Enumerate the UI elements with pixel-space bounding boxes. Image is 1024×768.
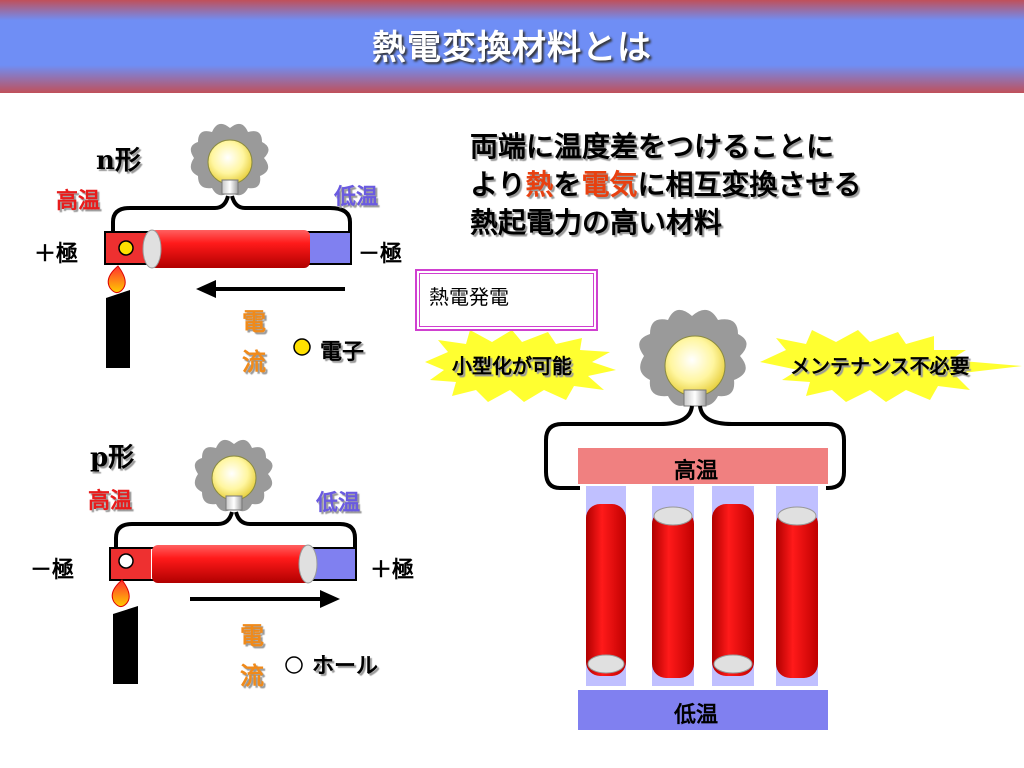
badge-left-label: 小型化が可能: [452, 354, 572, 378]
n-carrier-label: 電子: [320, 340, 365, 365]
p-right-pole-label: ＋極: [370, 558, 415, 583]
description-electricity-word: 電気: [581, 168, 638, 201]
n-type-diagram: [104, 123, 352, 368]
badge-right-starburst-icon: [760, 330, 1022, 402]
n-current-char2: 流: [242, 348, 266, 376]
p-hot-label: 高温: [88, 489, 133, 514]
description-line3: 熱起電力の高い材料: [470, 206, 723, 239]
description-line2-pre: より: [470, 168, 526, 201]
n-hot-label: 高温: [56, 189, 101, 214]
description-heat-word: 熱: [525, 168, 554, 201]
page-title: 熱電変換材料とは: [372, 28, 652, 68]
description-line2-mid: を: [553, 168, 582, 201]
p-bulb-icon: [194, 439, 273, 512]
p-hole-dot-icon: [285, 656, 303, 674]
badge-left-starburst-icon: [425, 330, 616, 402]
p-left-pole-label: －極: [30, 558, 75, 583]
description-line1: 両端に温度差をつけることに: [470, 130, 835, 163]
p-carrier-label: ホール: [312, 654, 379, 679]
description-line2: より熱を電気に相互変換させる: [470, 166, 862, 204]
n-candle-icon: [106, 265, 130, 368]
n-right-pole-label: －極: [358, 242, 403, 267]
n-bulb-icon: [190, 123, 269, 196]
module-hot-label: 高温: [674, 459, 719, 484]
description-line2-post: に相互変換させる: [637, 168, 862, 201]
p-type-label: p形: [90, 443, 135, 473]
n-left-pole-label: ＋極: [34, 242, 79, 267]
module-cold-label: 低温: [674, 703, 719, 728]
p-type-diagram: [109, 439, 357, 684]
module-bulb-icon: [639, 309, 747, 407]
n-current-arrow-icon: [196, 280, 345, 298]
description-text: 両端に温度差をつけることに より熱を電気に相互変換させる 熱起電力の高い材料: [470, 128, 862, 242]
p-current-char2: 流: [240, 662, 264, 690]
thermoelectric-generation-box: 熱電発電: [415, 269, 598, 331]
n-type-label: n形: [96, 146, 141, 176]
module-diagram: [425, 309, 1022, 730]
badge-right-label: メンテナンス不必要: [790, 354, 970, 378]
n-current-char1: 電: [242, 308, 266, 336]
n-electron-dot-icon: [293, 338, 311, 356]
title-banner: 熱電変換材料とは: [0, 0, 1024, 93]
p-current-arrow-icon: [190, 590, 340, 608]
n-cold-label: 低温: [334, 185, 379, 210]
p-cold-label: 低温: [316, 491, 361, 516]
p-candle-icon: [111, 579, 138, 684]
p-current-char1: 電: [240, 622, 264, 650]
box-label-text: 熱電発電: [429, 285, 509, 309]
